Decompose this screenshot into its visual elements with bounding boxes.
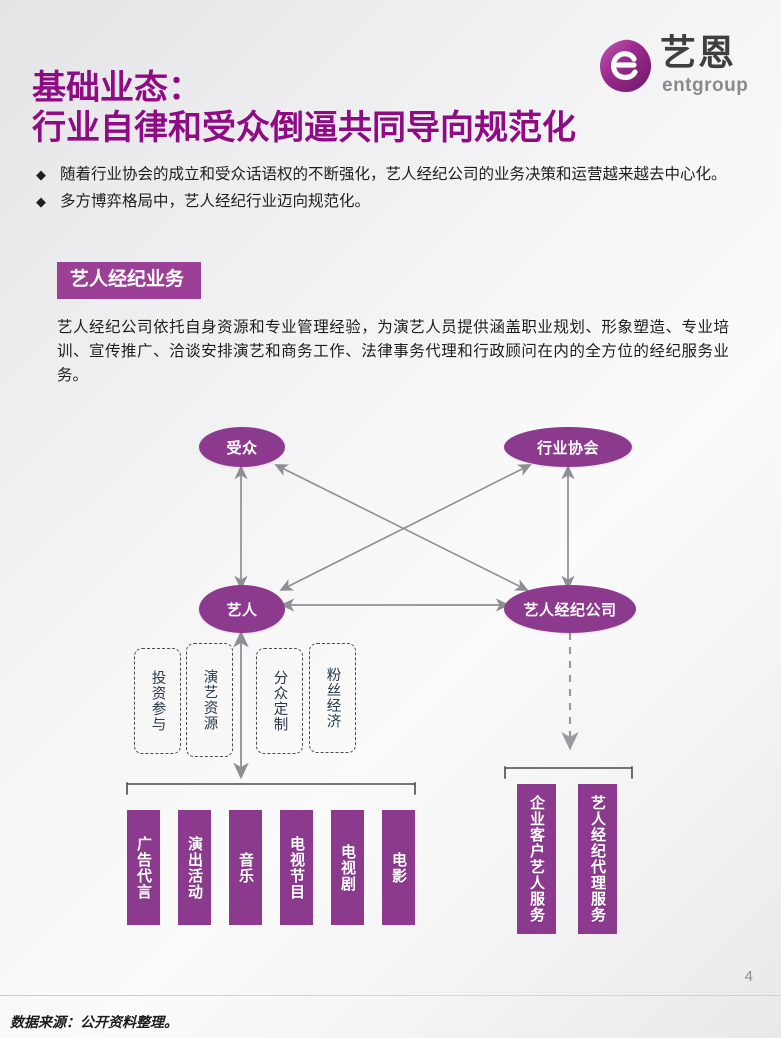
- entgroup-e-logo-icon: [598, 38, 654, 94]
- bar-tv-drama[interactable]: 电视剧: [331, 810, 364, 925]
- brand-logo: 艺恩 entgroup: [598, 33, 768, 98]
- bar-label: 电视剧: [339, 843, 357, 892]
- data-source-note: 数据来源：公开资料整理。: [10, 1014, 178, 1030]
- diagram-connectors: [126, 464, 633, 795]
- page-number: 4: [744, 968, 753, 985]
- dashed-box-investment[interactable]: 投资参与: [134, 648, 181, 754]
- bar-label: 电视节目: [288, 835, 306, 900]
- bar-label: 电影: [390, 851, 408, 884]
- connector-association-artist: [279, 464, 532, 591]
- bullet-item: ◆ 随着行业协会的成立和受众话语权的不断强化，艺人经纪公司的业务决策和运营越来越…: [36, 163, 752, 187]
- bullet-text: 随着行业协会的成立和受众话语权的不断强化，艺人经纪公司的业务决策和运营越来越去中…: [60, 166, 727, 183]
- bar-artist-agency-representation-service[interactable]: 艺人经纪代理服务: [578, 784, 617, 934]
- diamond-bullet-icon: ◆: [36, 194, 46, 209]
- bar-label: 企业客户艺人服务: [528, 795, 546, 923]
- title-line-2: 行业自律和受众倒逼共同导向规范化: [32, 109, 576, 147]
- page-title: 基础业态： 行业自律和受众倒逼共同导向规范化: [32, 68, 732, 148]
- logo-english-name: entgroup: [662, 75, 749, 96]
- bullet-list: ◆ 随着行业协会的成立和受众话语权的不断强化，艺人经纪公司的业务决策和运营越来越…: [36, 163, 752, 217]
- bar-live-performance[interactable]: 演出活动: [178, 810, 211, 925]
- bullet-text: 多方博弈格局中，艺人经纪行业迈向规范化。: [60, 193, 371, 210]
- node-agency[interactable]: 艺人经纪公司: [504, 585, 636, 633]
- section-description: 艺人经纪公司依托自身资源和专业管理经验，为演艺人员提供涵盖职业规划、形象塑造、专…: [57, 319, 729, 384]
- title-line-1: 基础业态：: [32, 69, 202, 107]
- dashed-box-label: 投资参与: [149, 670, 166, 732]
- connector-audience-agency: [274, 464, 529, 591]
- node-artist[interactable]: 艺人: [199, 585, 285, 633]
- dashed-box-performance-resources[interactable]: 演艺资源: [186, 643, 233, 757]
- dashed-box-label: 粉丝经济: [324, 667, 341, 729]
- bar-film[interactable]: 电影: [382, 810, 415, 925]
- bar-enterprise-client-artist-service[interactable]: 企业客户艺人服务: [517, 784, 556, 934]
- section-badge: 艺人经纪业务: [57, 262, 202, 299]
- bar-music[interactable]: 音乐: [229, 810, 262, 925]
- bar-label: 音乐: [237, 851, 255, 884]
- footer-divider: [0, 995, 781, 996]
- bar-tv-program[interactable]: 电视节目: [280, 810, 313, 925]
- agency-service-bracket: [504, 766, 633, 779]
- bar-label: 演出活动: [186, 835, 204, 900]
- business-relationship-diagram: 受众 行业协会 艺人 艺人经纪公司 投资参与 演艺资源 分众定制 粉丝经济 广告…: [0, 405, 781, 955]
- diamond-bullet-icon: ◆: [36, 167, 46, 182]
- dashed-box-fan-economy[interactable]: 粉丝经济: [309, 643, 356, 753]
- node-association[interactable]: 行业协会: [504, 427, 632, 467]
- dashed-box-label: 分众定制: [271, 670, 288, 732]
- logo-chinese-name: 艺恩: [660, 33, 737, 74]
- bar-label: 广告代言: [135, 835, 153, 900]
- artist-business-bracket: [126, 782, 416, 795]
- node-audience[interactable]: 受众: [199, 427, 285, 467]
- dashed-box-label: 演艺资源: [201, 669, 218, 731]
- bar-label: 艺人经纪代理服务: [589, 795, 607, 923]
- dashed-box-segmented-customization[interactable]: 分众定制: [256, 648, 303, 754]
- bar-advertising-endorsement[interactable]: 广告代言: [127, 810, 160, 925]
- bullet-item: ◆ 多方博弈格局中，艺人经纪行业迈向规范化。: [36, 190, 752, 214]
